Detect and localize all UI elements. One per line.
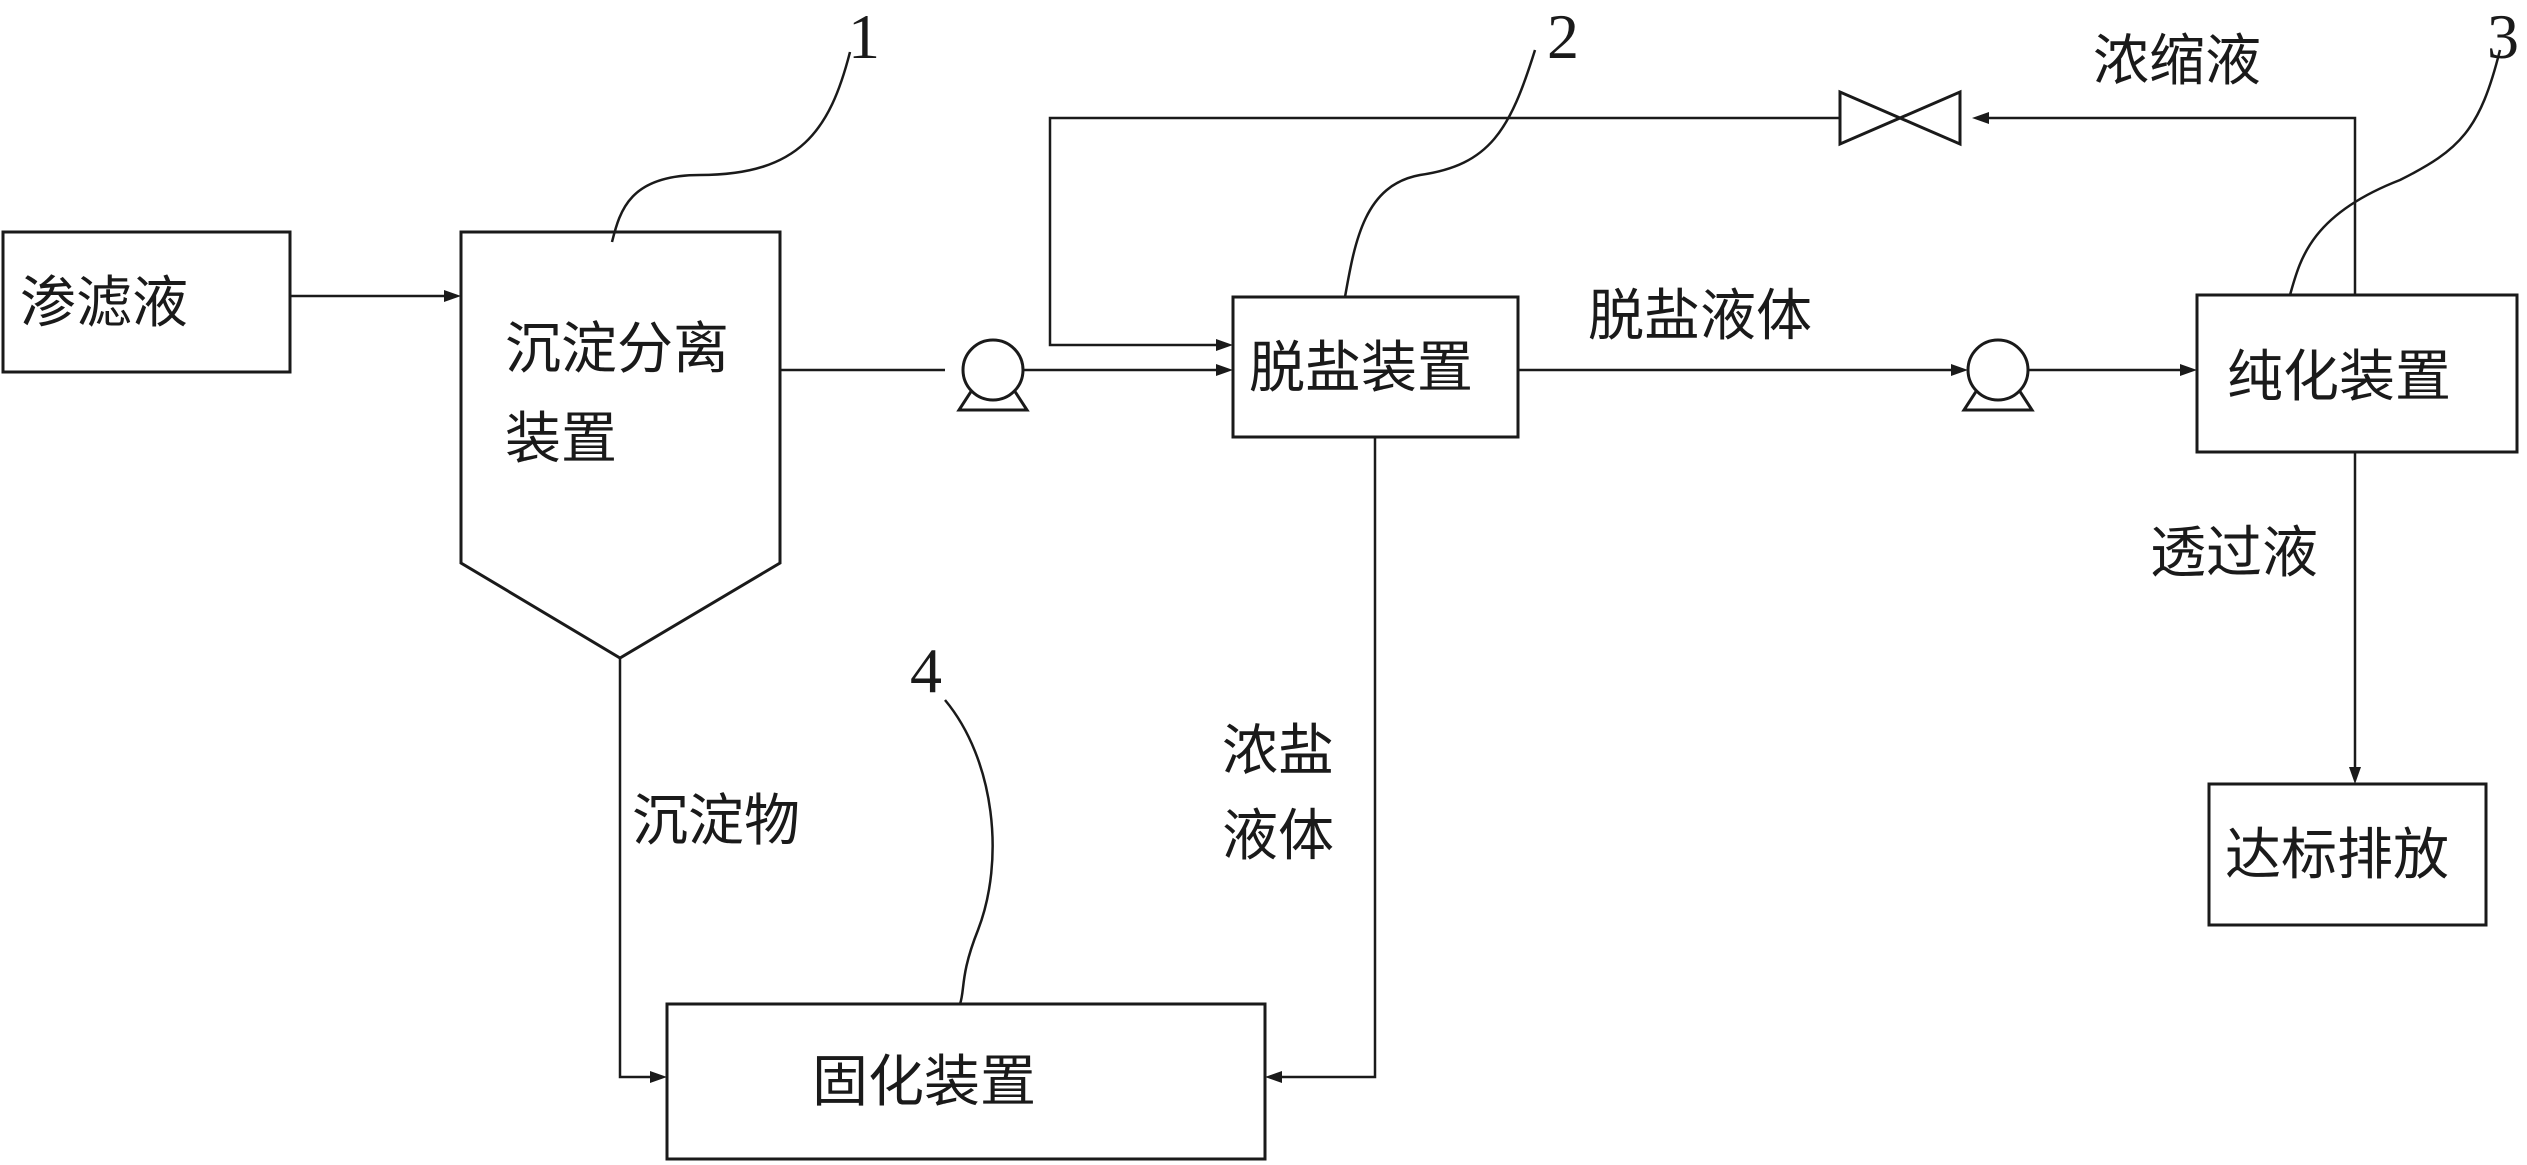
flow-concentrate-return <box>1988 116 2357 295</box>
reference-number-4: 4 <box>910 635 942 706</box>
pump-icon <box>1961 338 2035 412</box>
flow-label-permeate: 透过液 <box>2150 521 2318 586</box>
valve-icon <box>1838 89 1962 147</box>
flow-label-concentrate: 浓缩液 <box>2093 29 2261 94</box>
arrow-head <box>2349 767 2361 784</box>
arrow-head <box>1216 364 1233 376</box>
reference-number-3: 3 <box>2487 1 2519 72</box>
sedimentation-label-line2: 装置 <box>505 407 617 472</box>
flow-brine <box>1280 437 1377 1079</box>
flow-label-sediment: 沉淀物 <box>632 789 800 854</box>
arrow-head <box>650 1071 667 1083</box>
flow-concentrate-to-desalination <box>1048 116 1840 347</box>
arrow-head <box>2180 364 2197 376</box>
sedimentation-label-line1: 沉淀分离 <box>505 317 729 382</box>
discharge-node: 达标排放 <box>2207 782 2488 927</box>
purification-device: 纯化装置 <box>2195 293 2519 454</box>
flow-label-brine-line1: 浓盐 <box>1222 719 1334 784</box>
discharge-label: 达标排放 <box>2225 823 2449 888</box>
arrow-head <box>1265 1071 1282 1083</box>
solidification-device: 固化装置 <box>665 1002 1267 1161</box>
arrow-head <box>1951 364 1968 376</box>
solidification-label: 固化装置 <box>812 1050 1036 1115</box>
arrow-head <box>1216 339 1233 351</box>
arrow-head <box>444 290 461 302</box>
leader-line-1 <box>610 51 852 243</box>
leader-line-2 <box>1343 49 1537 298</box>
leachate-label: 渗滤液 <box>20 271 188 336</box>
desalination-label: 脱盐装置 <box>1249 336 1473 401</box>
leachate-node: 渗滤液 <box>1 230 292 374</box>
sedimentation-device: 沉淀分离 装置 <box>459 230 782 660</box>
leader-line-4 <box>944 699 994 1005</box>
reference-number-2: 2 <box>1547 1 1579 72</box>
reference-number-1: 1 <box>848 1 880 72</box>
flow-label-brine-line2: 液体 <box>1222 804 1334 869</box>
flow-sediment <box>618 658 652 1079</box>
leader-line-3 <box>2288 49 2502 296</box>
flow-label-desalted-liquid: 脱盐液体 <box>1588 284 1812 349</box>
pump-icon <box>956 338 1030 412</box>
desalination-device: 脱盐装置 <box>1231 295 1520 439</box>
purification-label: 纯化装置 <box>2227 345 2451 410</box>
arrow-head <box>1972 112 1989 124</box>
